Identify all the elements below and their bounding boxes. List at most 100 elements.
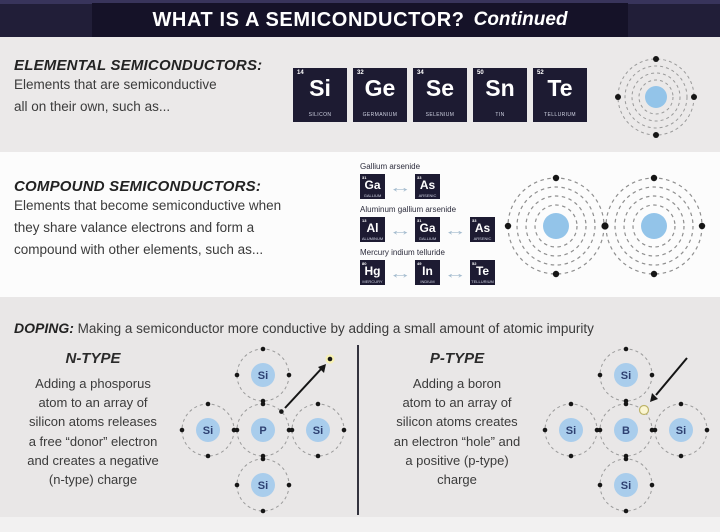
column-divider <box>357 345 359 515</box>
free-electron <box>327 356 333 362</box>
element-symbol: Te <box>475 264 490 278</box>
element-symbol: Se <box>425 75 455 101</box>
element-tile-in: 49 In INDIUM <box>415 260 440 285</box>
element-name: TELLURIUM <box>544 112 576 118</box>
atomic-number: 50 <box>477 70 484 76</box>
atom-si-right: Si <box>652 401 710 459</box>
compound-label: Gallium arsenide <box>360 162 421 171</box>
compound-tiles-gaas: 31 Ga GALLIUM ↔ 33 As ARSENIC <box>360 174 440 199</box>
element-name: SILICON <box>308 112 332 118</box>
element-name: TELLURIUM <box>471 279 494 284</box>
element-tile-sn: 50 Sn TIN <box>473 68 527 122</box>
electron <box>653 56 659 62</box>
element-tile-ge: 32 Ge GERMANIUM <box>353 68 407 122</box>
element-name: GALLIUM <box>418 236 437 241</box>
element-tile-ga: 31 Ga GALLIUM <box>415 217 440 242</box>
element-tile-as: 33 As ARSENIC <box>470 217 495 242</box>
element-symbol: Ga <box>364 178 381 192</box>
atomic-number: 33 <box>417 175 422 180</box>
element-name: INDIUM <box>420 279 435 284</box>
hole-arrow <box>655 357 688 396</box>
electron-hole <box>638 404 650 416</box>
ptype-title: P-TYPE <box>429 350 485 367</box>
arrowhead-icon <box>650 393 658 402</box>
atom-si-bottom: Si <box>597 456 655 514</box>
atomic-number: 34 <box>417 70 424 76</box>
section-doping: DOPING: Making a semiconductor more cond… <box>0 297 720 517</box>
bond-arrow-icon: ↔ <box>388 221 412 238</box>
bond-arrow-icon: ↔ <box>443 221 467 238</box>
atomic-number: 49 <box>417 261 422 266</box>
svg-text:Si: Si <box>621 370 631 382</box>
element-name: TIN <box>495 112 505 118</box>
svg-text:Si: Si <box>313 425 323 437</box>
svg-text:Si: Si <box>258 480 268 492</box>
electron <box>691 94 697 100</box>
atomic-number: 31 <box>417 218 422 223</box>
element-symbol: Al <box>366 221 379 235</box>
element-symbol: Ge <box>364 75 396 101</box>
compound-label: Mercury indium telluride <box>360 248 445 257</box>
element-tile-al: 13 Al ALUMINUM <box>360 217 385 242</box>
atom-p-center: P <box>234 401 292 459</box>
section-elemental: ELEMENTAL SEMICONDUCTORS: Elements that … <box>0 37 720 152</box>
atomic-number: 80 <box>362 261 367 266</box>
ptype-body: Adding a boron atom to an array of silic… <box>393 376 521 488</box>
element-symbol: Ga <box>419 221 436 235</box>
title-box: WHAT IS A SEMICONDUCTOR? Continued <box>92 3 628 37</box>
arrowhead-icon <box>318 364 326 373</box>
atom-si-right: Si <box>289 401 347 459</box>
doping-heading: DOPING: <box>14 319 74 336</box>
element-symbol: Hg <box>364 264 381 278</box>
element-tile-te: 52 Te TELLURIUM <box>470 260 495 285</box>
elemental-body: Elements that are semiconductive all on … <box>14 77 217 114</box>
element-name: SELENIUM <box>425 112 455 118</box>
compound-body: Elements that become semiconductive when… <box>14 198 282 257</box>
element-name: MERCURY <box>362 279 383 284</box>
electron <box>552 270 560 278</box>
doping-body: Making a semiconductor more conductive b… <box>77 320 594 336</box>
ntype-body: Adding a phosporus atom to an array of s… <box>27 376 159 488</box>
element-name: ARSENIC <box>473 236 492 241</box>
atom-diagram-single <box>615 56 697 138</box>
section-compound: COMPOUND SEMICONDUCTORS: Elements that b… <box>0 152 720 297</box>
atom-left <box>504 174 605 278</box>
atom-si-left: Si <box>179 401 237 459</box>
electron <box>698 222 706 230</box>
element-symbol: As <box>474 221 491 235</box>
svg-text:Si: Si <box>676 425 686 437</box>
electron <box>650 174 658 182</box>
shared-electron <box>601 222 609 230</box>
element-symbol: As <box>419 178 436 192</box>
electron <box>650 270 658 278</box>
element-tile-ga: 31 Ga GALLIUM <box>360 174 385 199</box>
element-symbol: Te <box>547 75 573 101</box>
elemental-text-block: ELEMENTAL SEMICONDUCTORS: Elements that … <box>14 57 284 118</box>
svg-text:Si: Si <box>203 425 213 437</box>
electron <box>615 94 621 100</box>
header-top-strip <box>0 0 720 4</box>
element-symbol: Sn <box>485 75 515 101</box>
element-name: ARSENIC <box>418 193 437 198</box>
atomic-number: 33 <box>472 218 477 223</box>
svg-text:Si: Si <box>258 370 268 382</box>
element-symbol: Si <box>309 75 331 101</box>
svg-text:Si: Si <box>566 425 576 437</box>
ntype-atom-cluster: Si Si P Si <box>179 346 347 514</box>
ntype-title: N-TYPE <box>65 350 121 367</box>
compound-tiles-algaas: 13 Al ALUMINUM ↔ 31 Ga GALLIUM ↔ 33 As A… <box>360 217 495 242</box>
compound-tiles-hginte: 80 Hg MERCURY ↔ 49 In INDIUM ↔ 52 Te TEL… <box>360 260 495 285</box>
atomic-number: 14 <box>297 70 304 76</box>
atom-si-top: Si <box>234 346 292 404</box>
ptype-atom-cluster: Si Si B Si <box>542 346 710 514</box>
element-name: ALUMINUM <box>361 236 384 241</box>
compound-label: Aluminum gallium arsenide <box>360 205 457 214</box>
atom-si-top: Si <box>597 346 655 404</box>
element-tile-se: 34 Se SELENIUM <box>413 68 467 122</box>
element-name: GALLIUM <box>363 193 382 198</box>
bond-arrow-icon: ↔ <box>443 264 467 281</box>
nucleus <box>641 213 667 239</box>
atomic-number: 52 <box>472 261 477 266</box>
atomic-number: 13 <box>362 218 367 223</box>
